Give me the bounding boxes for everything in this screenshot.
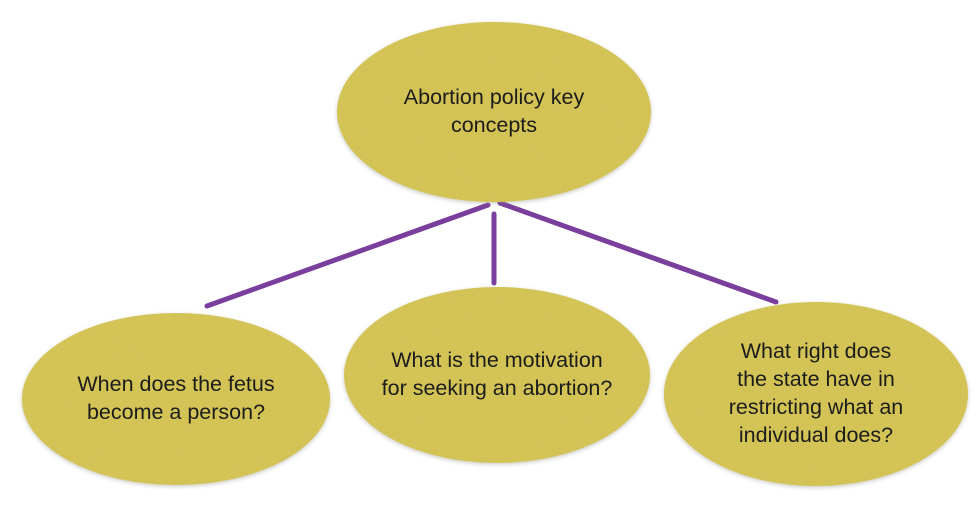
node-ellipse-child-left[interactable] xyxy=(22,313,330,485)
node-ellipse-child-right[interactable] xyxy=(664,302,968,486)
connector-root-to-right xyxy=(497,200,779,305)
connector-root-to-left xyxy=(204,202,491,309)
node-ellipse-root[interactable] xyxy=(337,22,651,202)
node-ellipse-child-middle[interactable] xyxy=(344,287,650,463)
